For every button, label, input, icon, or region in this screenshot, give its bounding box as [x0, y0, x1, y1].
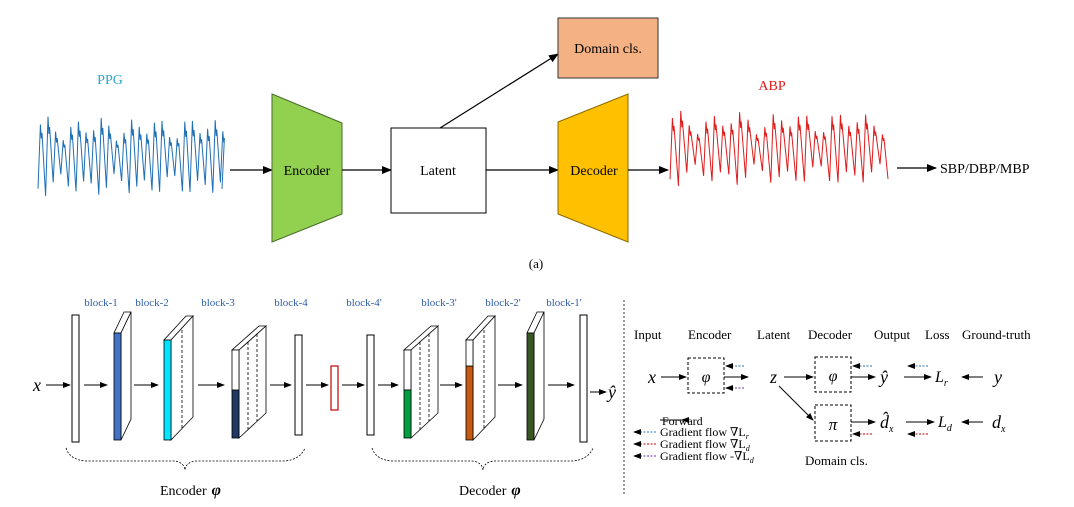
legend-header-encoder: Encoder — [688, 327, 732, 342]
encoder-brace — [65, 447, 306, 471]
legend-yhat: ŷ — [878, 367, 888, 387]
legend-pi: π — [829, 415, 838, 434]
legend-grad-r-sub: r — [746, 432, 750, 441]
legend-grad-d-sub: d — [746, 444, 751, 453]
block-label-4: block-4 — [274, 297, 308, 309]
ppg-label: PPG — [97, 73, 123, 88]
panel-b: block-1 block-2 block-3 block-4 block-4'… — [32, 297, 625, 499]
encoder-label: Encoder — [284, 164, 331, 179]
legend-dx-main: d — [992, 412, 1002, 432]
legend-dhat-main: d̂ — [880, 411, 890, 432]
block3-front-upper — [231, 349, 240, 391]
legend-grad-r-text: Gradient flow ∇Lr — [660, 425, 750, 441]
legend-encoder-box — [687, 357, 725, 394]
abp-waveform — [669, 110, 889, 186]
domain-cls-box — [557, 17, 659, 79]
legend-phi: φ — [702, 369, 711, 386]
legend-Ld-main: L — [937, 414, 947, 431]
legend-header-decoder: Decoder — [808, 327, 853, 342]
legend-dhat-sub: x — [888, 424, 894, 435]
legend-arrow-z-pi — [778, 385, 814, 421]
result-label: SBP/DBP/MBP — [940, 162, 1030, 177]
legend-z: z — [769, 367, 777, 387]
output-layer — [579, 314, 588, 443]
legend-grad-neg-text: Gradient flow -∇Ld — [660, 449, 755, 465]
block-label-2p: block-2' — [485, 297, 521, 309]
legend-dhat: d̂x — [880, 411, 894, 435]
legend-decoder-box — [814, 356, 852, 393]
legend-grad-neg-main: Gradient flow -∇L — [660, 449, 750, 463]
block-label-3: block-3 — [201, 297, 235, 309]
legend-y: y — [992, 367, 1002, 387]
legend-Lr: Lr — [934, 369, 948, 389]
legend-grad-r-main: Gradient flow ∇L — [660, 425, 746, 439]
decoder-caption: Decoder φ — [459, 482, 521, 499]
block2-front — [163, 339, 172, 441]
legend-Lr-sub: r — [944, 378, 948, 389]
decoder-label: Decoder — [570, 164, 618, 179]
dblock1-front — [526, 332, 535, 441]
encoder-caption-text: Encoder — [160, 484, 207, 499]
legend-grad-d-main: Gradient flow ∇L — [660, 437, 746, 451]
legend-header-gt: Ground-truth — [962, 327, 1031, 342]
output-yhat: ŷ — [606, 382, 616, 402]
encoder-symbol: φ — [212, 482, 221, 499]
block-label-4p: block-4' — [346, 297, 382, 309]
input-x: x — [32, 375, 41, 395]
block3-front — [231, 389, 240, 439]
caption-a: (a) — [529, 256, 543, 271]
legend-header-input: Input — [634, 327, 662, 342]
legend-forward-text: Forward — [662, 414, 703, 428]
block-label-1: block-1 — [84, 297, 118, 309]
legend-grad-neg-sub: d — [750, 456, 755, 465]
block-label-3p: block-3' — [421, 297, 457, 309]
dblock1-side — [533, 311, 545, 441]
legend-header-output: Output — [874, 327, 911, 342]
legend-domain-box — [814, 404, 852, 442]
block-label-2: block-2 — [135, 297, 169, 309]
block4p-layer — [366, 334, 375, 436]
decoder-brace — [371, 447, 594, 471]
ppg-waveform — [37, 116, 225, 196]
legend-dx: dx — [992, 412, 1006, 435]
block4-layer — [294, 334, 303, 436]
dblock2-front-upper — [465, 339, 474, 367]
legend-panel: Input Encoder Latent Decoder Output Loss… — [633, 327, 1031, 468]
dblock3-front-upper — [403, 349, 412, 391]
legend-grad-d-text: Gradient flow ∇Ld — [660, 437, 751, 453]
panel-a: PPG Encoder Latent Domain cls. Decoder A… — [37, 17, 1030, 271]
legend-Ld: Ld — [937, 414, 953, 434]
legend-header-loss: Loss — [925, 327, 950, 342]
legend-varphi: φ — [829, 368, 838, 385]
domain-cls-label: Domain cls. — [574, 42, 642, 57]
legend-Lr-main: L — [934, 369, 944, 386]
bottleneck-layer — [330, 365, 339, 411]
block-label-1p: block-1' — [546, 297, 582, 309]
legend-Ld-sub: d — [947, 423, 953, 434]
dblock3-front — [403, 389, 412, 439]
legend-domain-cls: Domain cls. — [805, 453, 868, 468]
legend-header-latent: Latent — [757, 327, 791, 342]
decoder-caption-text: Decoder — [459, 484, 507, 499]
dblock2-front — [465, 365, 474, 441]
decoder-trapezoid — [557, 93, 629, 243]
arrow-latent-domain — [439, 53, 559, 129]
latent-label: Latent — [420, 164, 456, 179]
block1-front — [113, 332, 122, 441]
decoder-symbol: φ — [511, 482, 520, 499]
legend-dx-sub: x — [1000, 424, 1006, 435]
abp-label: ABP — [758, 79, 785, 94]
input-layer — [71, 314, 80, 443]
block1-side — [120, 311, 132, 441]
encoder-caption: Encoder φ — [160, 482, 221, 499]
encoder-trapezoid — [271, 93, 343, 243]
latent-box — [390, 127, 487, 214]
legend-x: x — [647, 367, 656, 387]
